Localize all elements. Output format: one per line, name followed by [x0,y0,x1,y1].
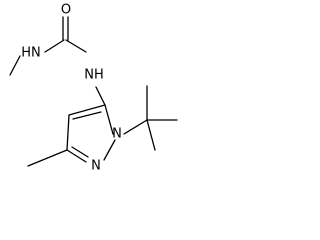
bond-ring-n1-c5 [104,104,114,135]
bond-methylamine-methyl [9,55,21,76]
bond-carbonyl-methylamine-n [44,39,65,53]
bond-amine-ring-c5 [95,86,106,106]
bond-ring-c3-n2-inner [71,146,89,158]
bond-n1-tert-carbon [123,119,148,135]
bond-tert-carbon-methyl-bottom [146,119,156,151]
bond-ring-c5-c4 [68,104,106,116]
bond-ring-c3-n2 [66,149,87,163]
bond-ring-n2-n1 [103,139,116,161]
oxygen-label: O [61,3,71,18]
bond-carbonyl-ring-amine-n [65,39,87,53]
bond-ring-c3-methyl [27,149,68,167]
bond-ring-c4-c5-inner [72,111,102,120]
chemical-structure-diagram: O HN NH N N [9,3,178,174]
ring-amine-nitrogen-label: NH [84,68,104,83]
methylamine-nitrogen-label: HN [21,46,41,61]
ring-nitrogen-1-label: N [112,127,122,142]
bond-ring-c4-c3 [66,114,70,151]
ring-nitrogen-2-label: N [91,159,101,174]
bonds [9,16,178,167]
atom-labels: O HN NH N N [21,3,122,174]
